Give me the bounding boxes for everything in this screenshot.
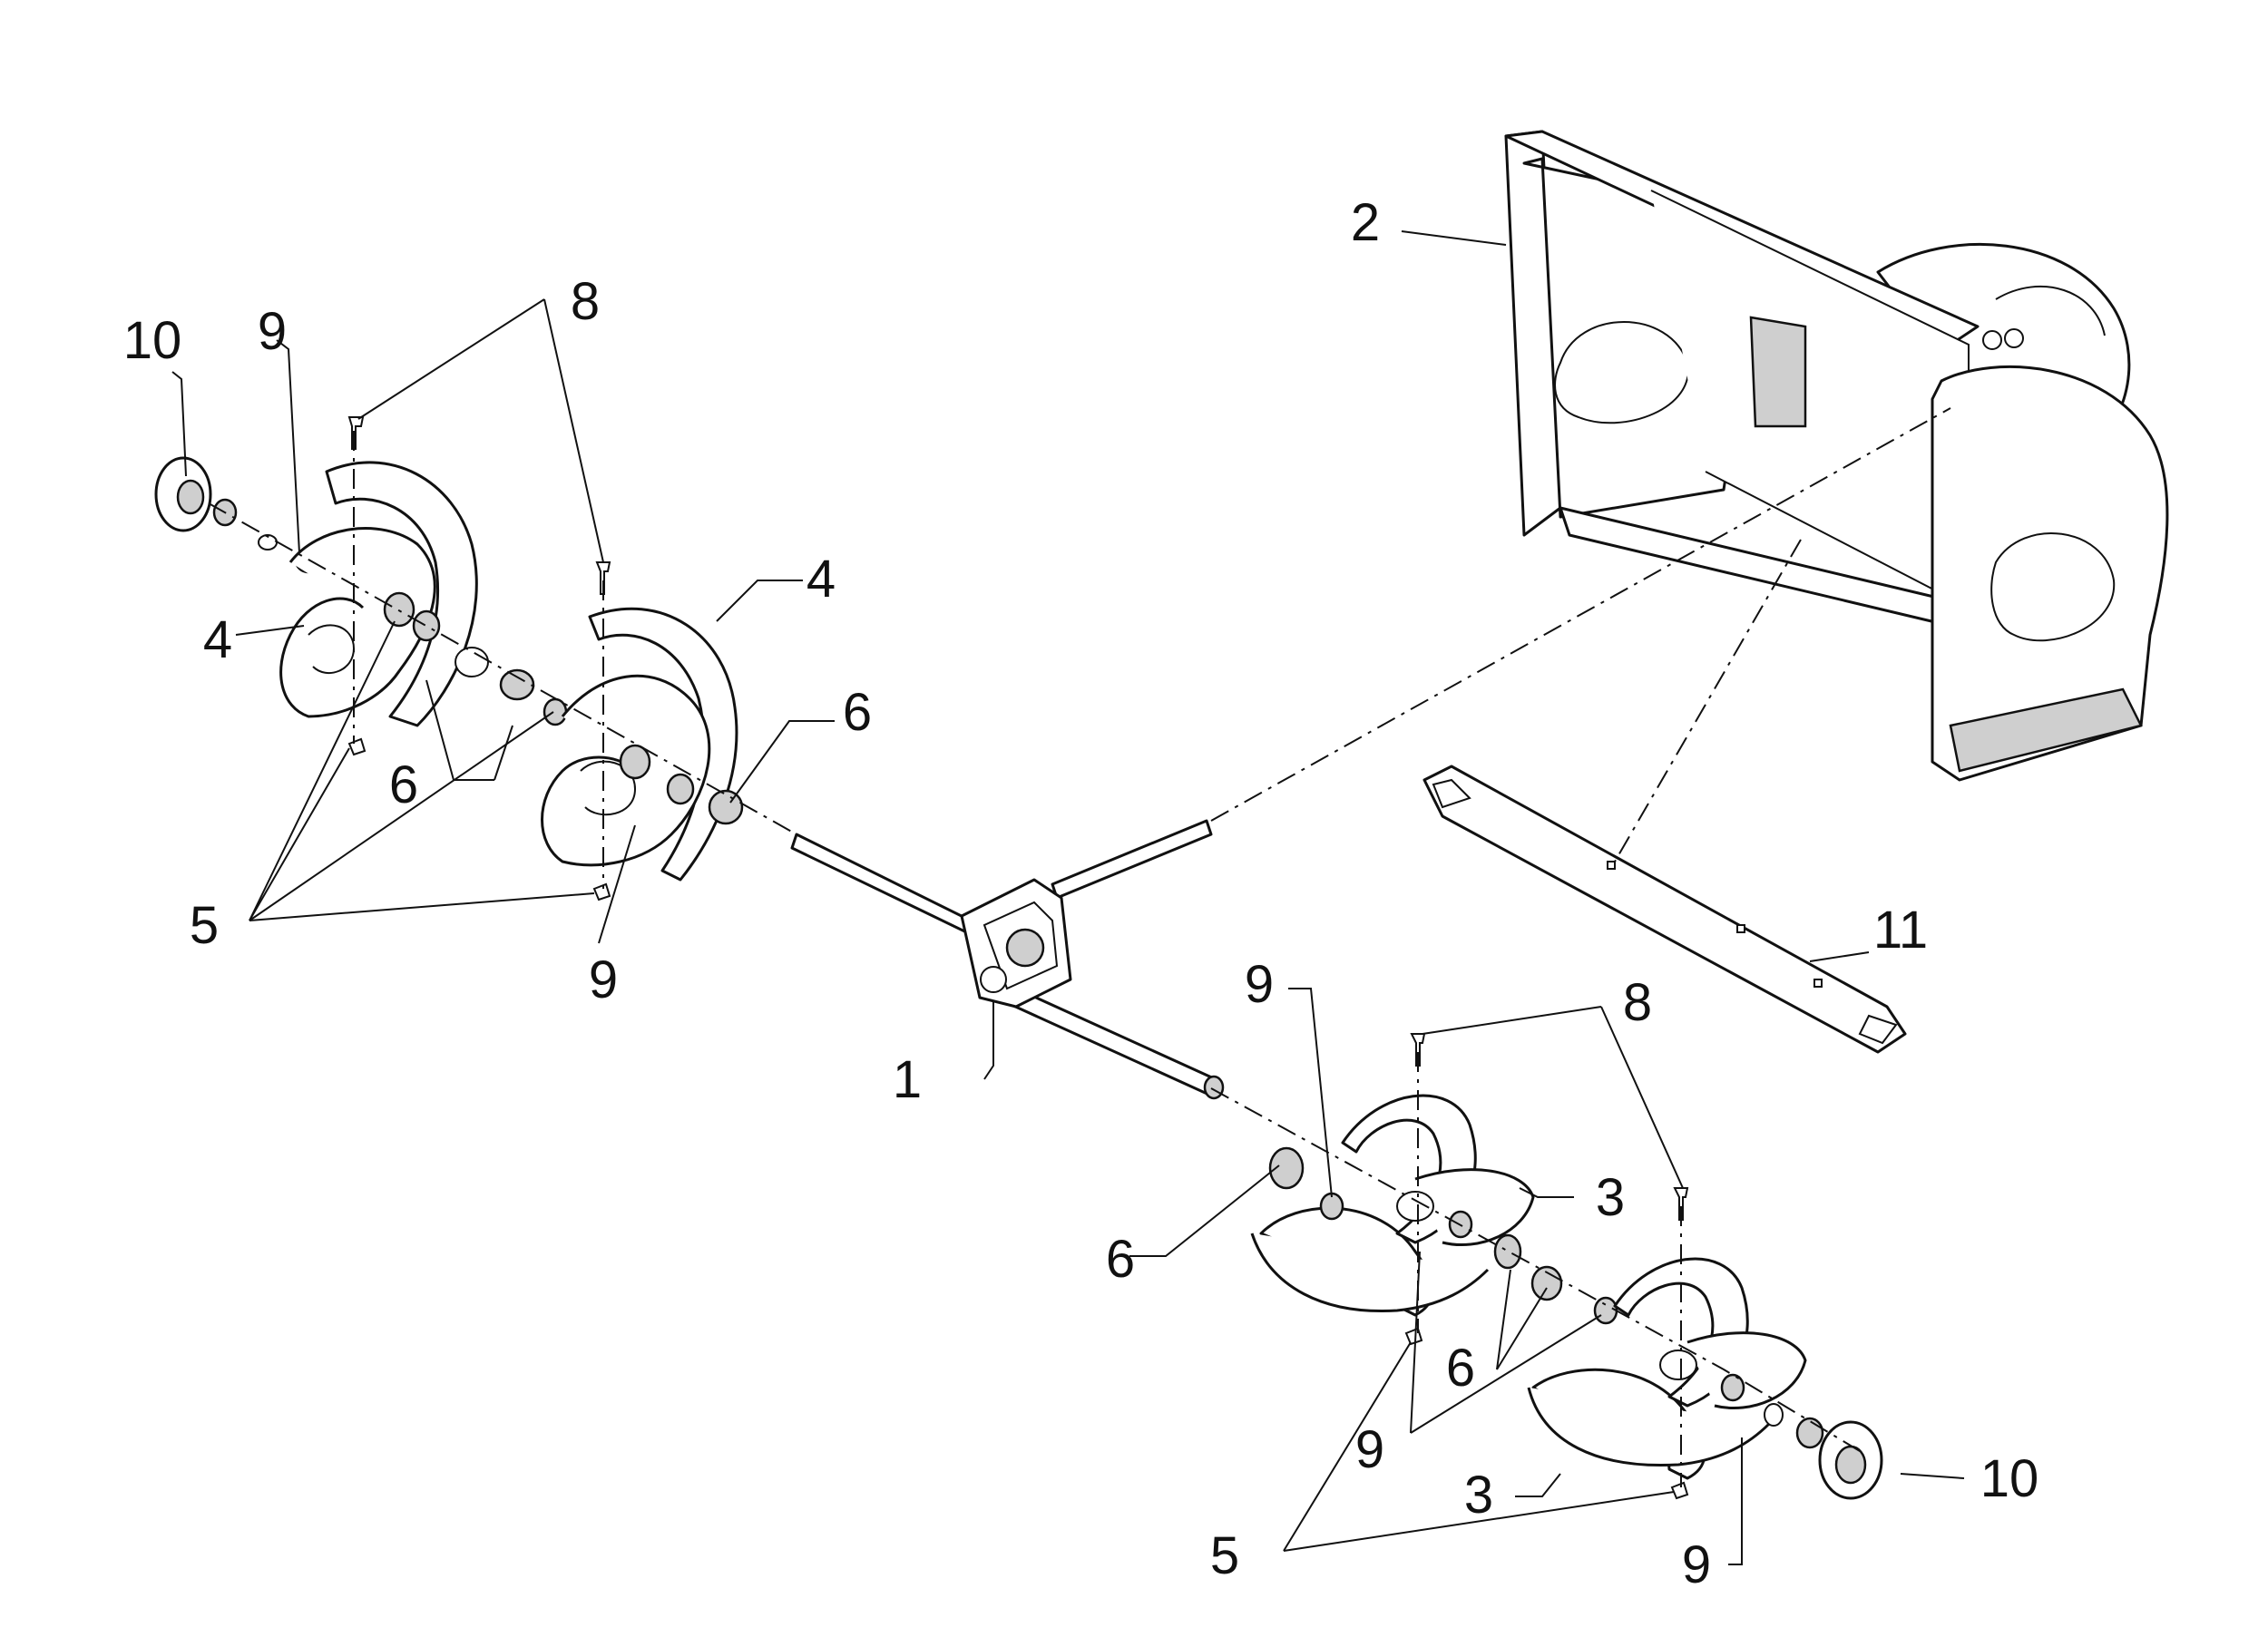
callout-3-lower: 3 [1464,1466,1493,1525]
callouts: 2 8 10 9 4 4 6 6 5 9 1 11 9 8 3 6 6 9 3 … [123,193,2039,1594]
callout-11: 11 [1873,901,1928,960]
callout-4-right: 4 [807,550,836,609]
callout-10-upper: 10 [123,311,182,370]
callout-5-upper: 5 [190,896,219,955]
callout-6-lower-right: 6 [1446,1339,1475,1398]
callout-9-upper-left: 9 [258,302,287,361]
callout-1: 1 [893,1050,922,1109]
callout-4-left: 4 [203,610,232,669]
callout-8-lower: 8 [1623,973,1652,1032]
lower-right-auger [1250,1033,1883,1500]
callout-3-upper: 3 [1596,1168,1625,1227]
callout-9-lower-top: 9 [1245,955,1274,1014]
callout-8-upper: 8 [571,272,600,331]
upper-left-auger [154,416,744,901]
callout-9-lower-mid: 9 [1355,1420,1384,1479]
leader-lines [171,230,1965,1565]
part-2-auger-housing [1504,130,2169,782]
callout-6-upper-right: 6 [843,683,872,742]
callout-6-lower-left: 6 [1106,1230,1135,1289]
assembly-axes [208,407,1951,1452]
part-1-gearbox-shaft [790,819,1225,1100]
callout-2: 2 [1351,193,1380,252]
callout-10-lower: 10 [1980,1449,2039,1508]
callout-6-upper-left: 6 [389,755,418,814]
callout-9-upper-bottom: 9 [589,950,618,1009]
part-11-rail [1422,765,1907,1054]
callout-9-lower-bottom: 9 [1682,1535,1711,1594]
callout-5-lower: 5 [1210,1526,1239,1585]
